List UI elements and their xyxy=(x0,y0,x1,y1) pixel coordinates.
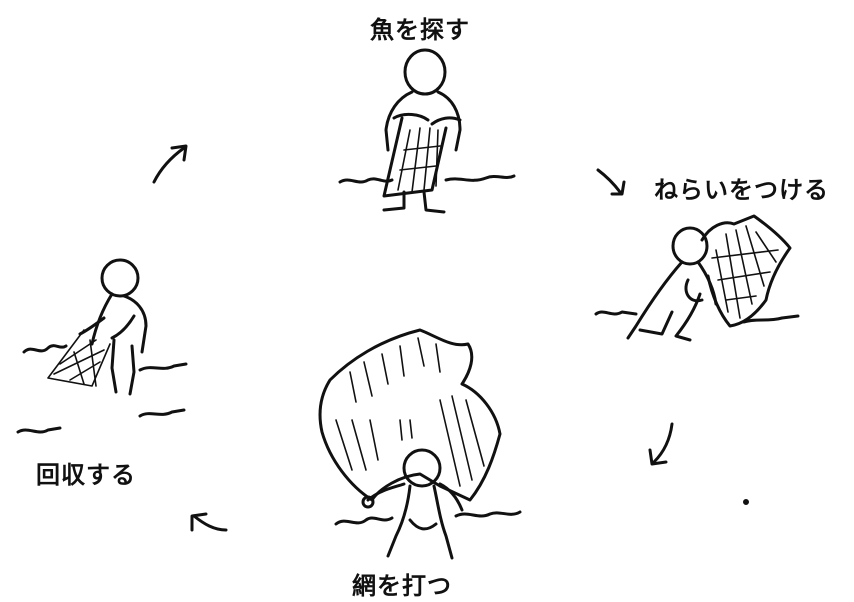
wave-icon-top xyxy=(338,174,516,184)
net-icon-open xyxy=(318,328,502,502)
arrow-icon-bottom-left xyxy=(190,512,228,532)
net-icon-folded xyxy=(700,214,792,328)
arrow-icon-top-left xyxy=(152,144,188,184)
person-icon-casting xyxy=(361,448,464,560)
step-label-search-fish: 魚を探す xyxy=(370,16,470,44)
step-label-retrieve: 回収する xyxy=(36,461,136,489)
step-label-cast-net: 網を打つ xyxy=(352,572,452,600)
wave-icon-left xyxy=(16,344,188,434)
wave-icon-bottom xyxy=(334,510,522,526)
person-icon-aiming xyxy=(626,226,718,342)
step-label-take-aim: ねらいをつける xyxy=(654,176,829,204)
person-icon-searching xyxy=(382,48,462,214)
dot-mark xyxy=(743,499,749,505)
person-icon-retrieving xyxy=(78,258,148,396)
arrow-icon-bottom-right xyxy=(648,422,674,466)
wave-icon-right xyxy=(594,310,800,324)
arrow-icon-top-right xyxy=(596,168,626,196)
net-icon-hauled xyxy=(47,329,111,387)
